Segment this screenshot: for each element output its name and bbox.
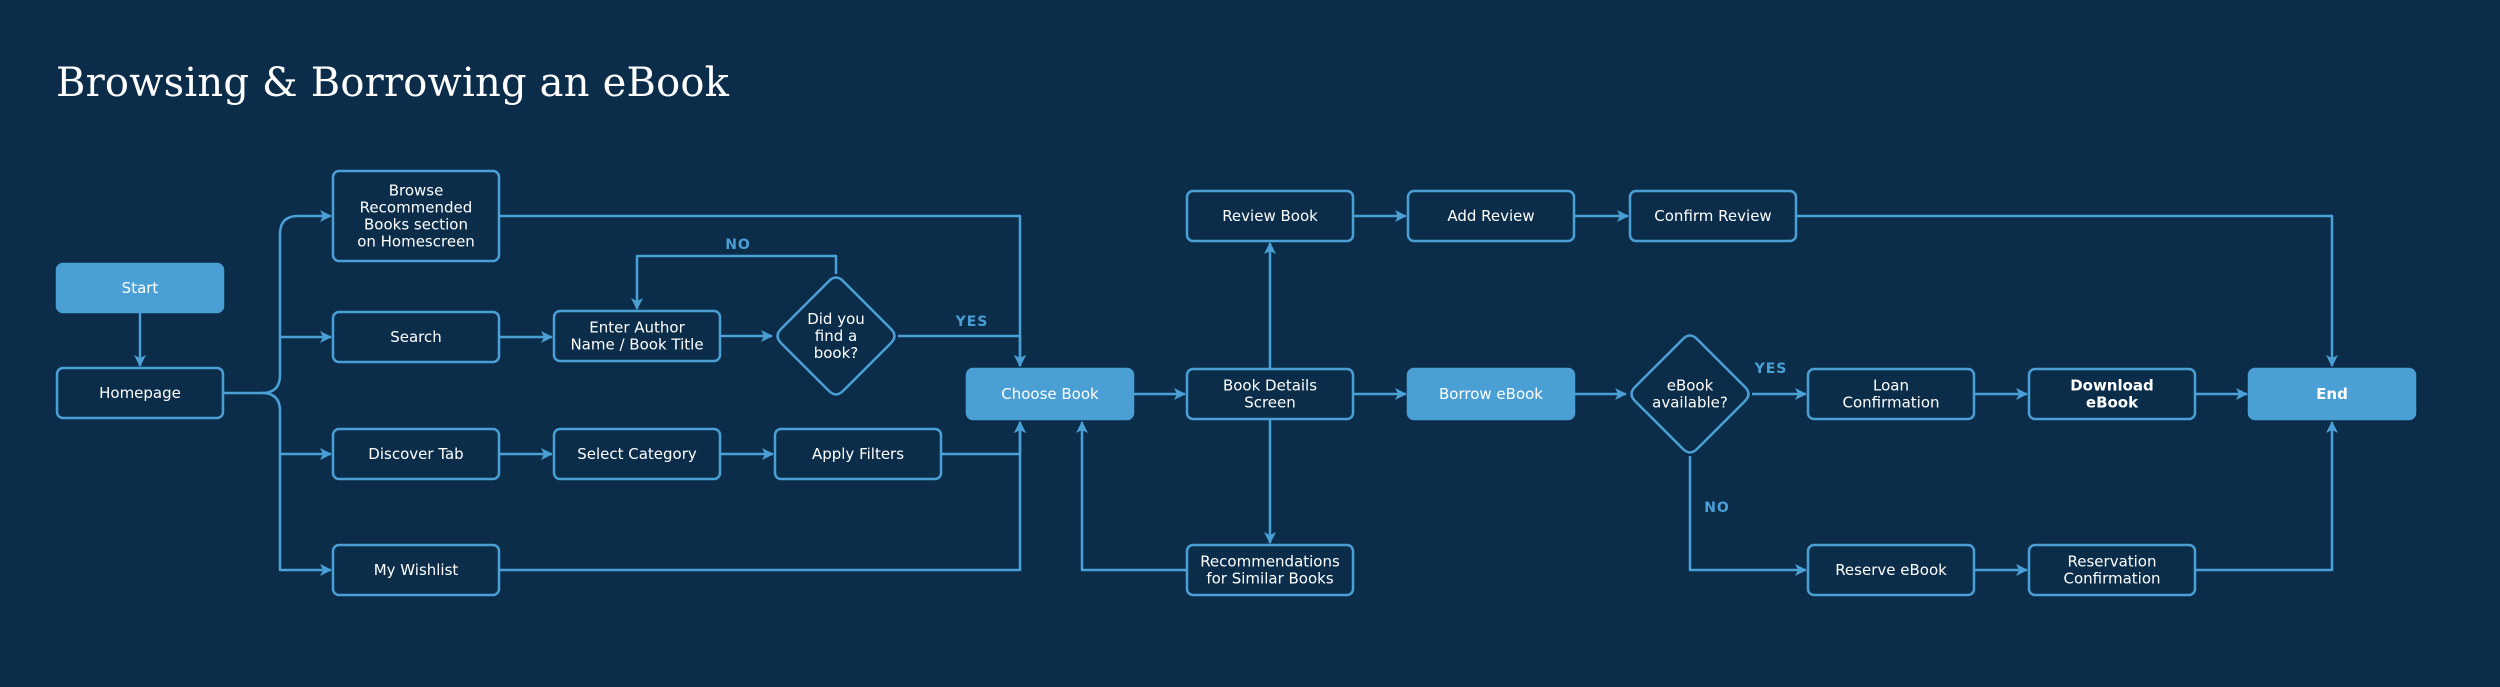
node-label: book? (814, 344, 859, 362)
process-shape (552, 309, 722, 363)
edge-label-no-available: NO (1704, 500, 1730, 516)
edge-did-no-loop (631, 254, 838, 310)
edge-label-yes-found: YES (955, 314, 989, 330)
process-shape (55, 262, 225, 314)
process-shape (1806, 367, 1976, 421)
node-label: eBook (2086, 394, 2139, 412)
node-review: Review Book (1185, 189, 1355, 243)
process-shape (1185, 189, 1355, 243)
node-label: Search (390, 328, 442, 346)
process-shape (773, 427, 943, 481)
node-label: Reserve eBook (1835, 561, 1947, 579)
edge-homepage-to-wishlist (278, 454, 332, 576)
node-filters: Apply Filters (773, 427, 943, 481)
node-search: Search (331, 310, 501, 364)
edge-wishlist-to-choose (499, 421, 1026, 572)
node-label: Download (2070, 377, 2154, 395)
node-label: Homepage (99, 384, 181, 402)
node-category: Select Category (552, 427, 722, 481)
edge-available-no-to-reserve (1688, 456, 1807, 576)
node-end: End (2247, 367, 2417, 421)
page-title: Browsing & Borrowing an eBook (56, 60, 730, 106)
process-shape (331, 310, 501, 364)
process-shape (965, 367, 1135, 421)
node-reserve: Reserve eBook (1806, 543, 1976, 597)
process-shape (331, 543, 501, 597)
node-label: End (2316, 385, 2348, 403)
node-label: Did you (807, 310, 865, 328)
node-label: available? (1652, 394, 1728, 412)
process-shape (55, 366, 225, 420)
edge-homepage-to-browse (223, 210, 332, 395)
edge-label-no-top: NO (725, 237, 751, 253)
edge-recs-to-choose (1076, 421, 1187, 572)
node-label: My Wishlist (374, 561, 459, 579)
node-label: Confirm Review (1654, 207, 1771, 225)
process-shape (331, 169, 501, 263)
edge-homepage-to-discover (261, 391, 332, 460)
node-start: Start (55, 262, 225, 314)
node-label: Start (122, 279, 159, 297)
decision-shape (1630, 334, 1750, 454)
node-label: Confirmation (1842, 394, 1939, 412)
node-label: find a (815, 327, 857, 345)
node-label: Add Review (1447, 207, 1534, 225)
node-addreview: Add Review (1406, 189, 1576, 243)
node-label: Enter Author (589, 319, 685, 337)
node-label: Review Book (1222, 207, 1318, 225)
node-label: Name / Book Title (570, 336, 703, 354)
node-label: Books section (364, 216, 468, 234)
node-label: for Similar Books (1206, 570, 1333, 588)
node-choose: Choose Book (965, 367, 1135, 421)
edge-did-yes-to-choose (898, 334, 1026, 367)
edge-browse-to-choose (499, 214, 1026, 367)
process-shape (1406, 189, 1576, 243)
edge-filters-to-choose (941, 421, 1026, 456)
node-label: Recommended (360, 199, 473, 217)
edge-reservation-to-end (2195, 421, 2338, 572)
node-label: Borrow eBook (1439, 385, 1543, 403)
process-shape (2027, 543, 2197, 597)
process-shape (2247, 367, 2417, 421)
decision-shape (776, 276, 896, 396)
node-label: Recommendations (1200, 553, 1340, 571)
node-label: Choose Book (1001, 385, 1099, 403)
node-homepage: Homepage (55, 366, 225, 420)
process-shape (1185, 543, 1355, 597)
edge-confirmreview-to-end (1796, 214, 2338, 367)
node-label: Book Details (1223, 377, 1317, 395)
node-discover: Discover Tab (331, 427, 501, 481)
process-shape (1806, 543, 1976, 597)
node-label: Confirmation (2063, 570, 2160, 588)
process-shape (331, 427, 501, 481)
node-label: Reservation (2068, 553, 2157, 571)
process-shape (1628, 189, 1798, 243)
node-label: Browse (389, 182, 444, 200)
node-label: Screen (1244, 394, 1296, 412)
node-wishlist: My Wishlist (331, 543, 501, 597)
node-label: Discover Tab (368, 445, 463, 463)
process-shape (552, 427, 722, 481)
node-label: Apply Filters (812, 445, 904, 463)
node-label: on Homescreen (357, 233, 475, 251)
process-shape (1406, 367, 1576, 421)
process-shape (1185, 367, 1355, 421)
process-shape (2027, 367, 2197, 421)
node-label: Loan (1873, 377, 1909, 395)
node-label: Select Category (577, 445, 697, 463)
node-confirmreview: Confirm Review (1628, 189, 1798, 243)
edge-label-yes-available: YES (1754, 361, 1788, 377)
node-borrow: Borrow eBook (1406, 367, 1576, 421)
node-label: eBook (1667, 377, 1714, 395)
